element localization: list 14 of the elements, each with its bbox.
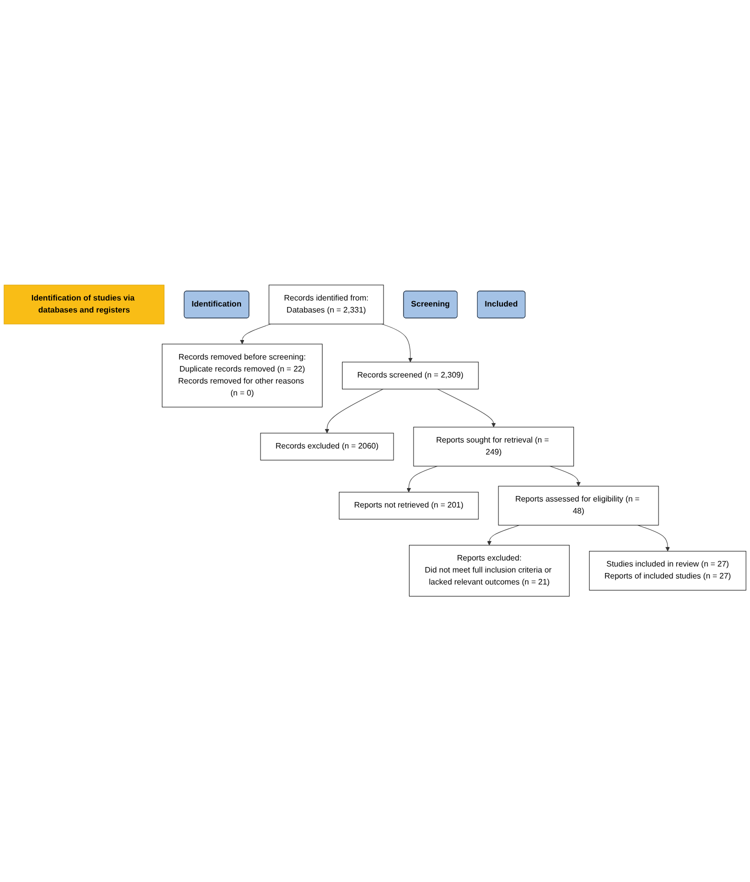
arrow — [324, 389, 384, 434]
node-box: Reports excluded: Did not meet full inclusion criteria or lacked relevant outcomes (n = 21) — [408, 545, 570, 597]
node-box: Reports sought for retrieval (n = 249) — [413, 427, 574, 467]
node-box: Reports assessed for eligibility (n = 48) — [498, 486, 659, 526]
node-box: Records identified from: Databases (n = 2,331) — [268, 285, 384, 325]
node-box: Reports not retrieved (n = 201) — [338, 492, 479, 520]
arrow — [382, 324, 413, 363]
node-box: Identification of studies via databases and registers — [4, 285, 164, 325]
node-box: Studies included in review (n = 27) Reports of included studies (n = 27) — [589, 551, 746, 591]
arrow — [240, 324, 271, 345]
node-box: Records excluded (n = 2060) — [260, 433, 394, 461]
node-box: Records screened (n = 2,309) — [342, 362, 479, 390]
node-box: Records removed before screening: Duplicate records removed (n = 22) Records removed for other reasons (n = 0) — [162, 344, 322, 408]
arrow — [437, 389, 496, 428]
